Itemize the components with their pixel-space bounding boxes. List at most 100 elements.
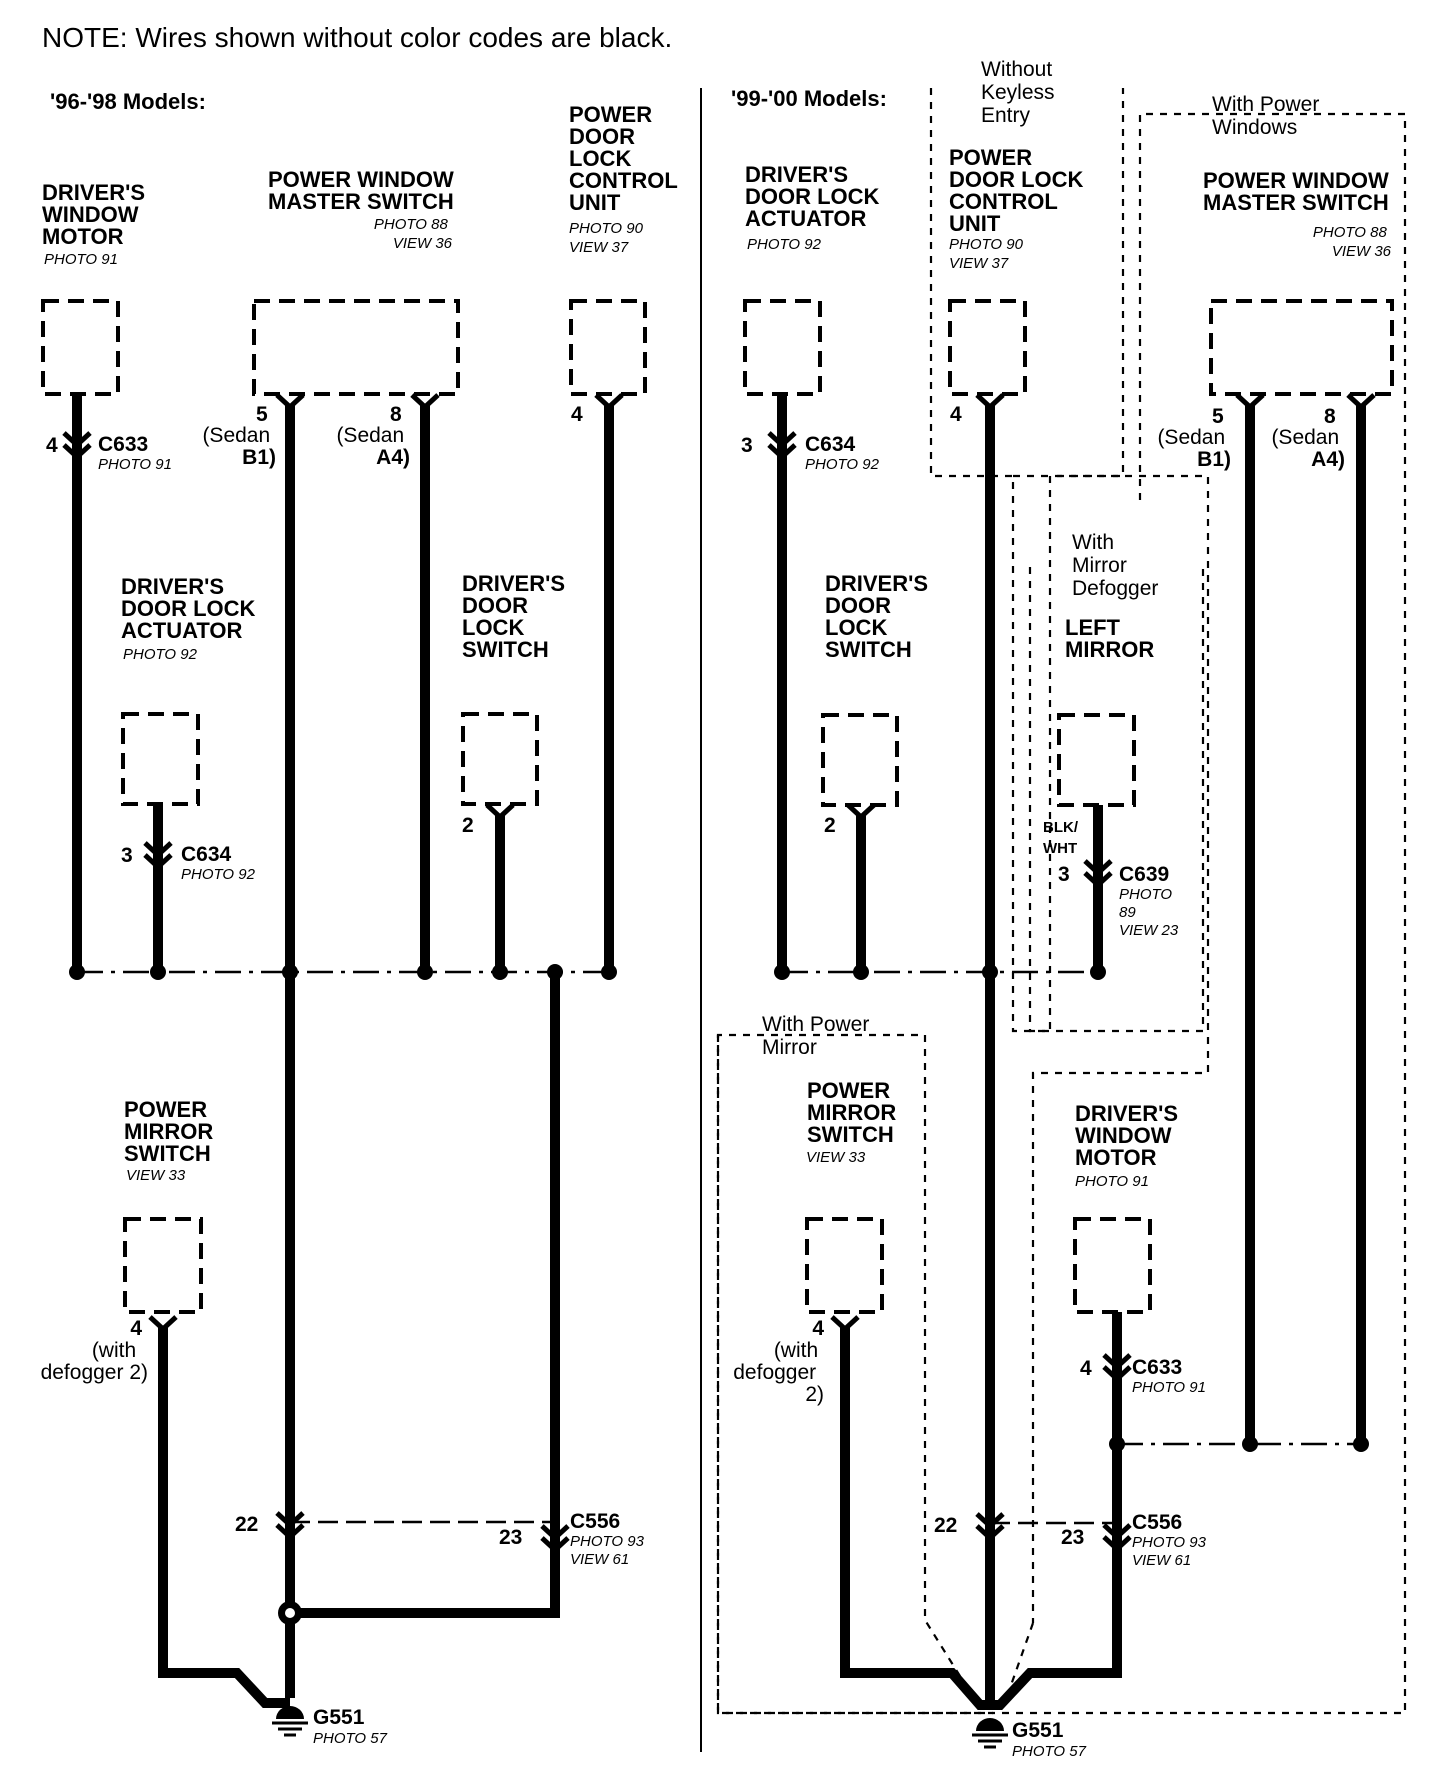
note-with-mirror-defogger: With Mirror Defogger [1072, 531, 1158, 600]
right-mirror-switch-ref: VIEW 33 [806, 1149, 866, 1166]
right-c556-22-terminal-b [975, 1524, 1005, 1542]
right-c556-pin-22: 22 [934, 1514, 957, 1537]
right-bus-junction-3 [982, 964, 998, 980]
right-master-switch: POWER WINDOW MASTER SWITCH PHOTO 88 VIEW… [1157, 168, 1394, 471]
left-lock-switch-terminal [485, 803, 515, 821]
right-c556: 22 23 C556 PHOTO 93 VIEW 61 [934, 1511, 1207, 1569]
left-control-unit-terminal [594, 393, 624, 411]
right-bus-junction-4 [1090, 964, 1106, 980]
right-master-pin-8-note: (Sedan A4) [1271, 426, 1345, 471]
right-c556-pin-23: 23 [1061, 1526, 1084, 1549]
left-bus-junction-5 [492, 964, 508, 980]
right-window-junction-3 [1353, 1436, 1369, 1452]
right-master-pin-5: 5 [1212, 405, 1224, 428]
right-bus-junction-2 [853, 964, 869, 980]
right-c556-22-terminal-a [975, 1512, 1005, 1530]
section-header-96-98: '96-'98 Models: [50, 89, 206, 114]
right-control-unit-box [948, 299, 1027, 396]
note-with-power-mirror: With Power Mirror [762, 1013, 875, 1059]
section-99-00: '99-'00 Models: Without Keyless Entry Wi… [731, 58, 1394, 1760]
right-lock-switch-label: DRIVER'S DOOR LOCK SWITCH [825, 571, 934, 662]
left-control-unit: POWER DOOR LOCK CONTROL UNIT PHOTO 90 VI… [569, 102, 677, 426]
right-lock-switch: DRIVER'S DOOR LOCK SWITCH 2 [821, 571, 934, 837]
right-window-junction-2 [1242, 1436, 1258, 1452]
left-c556-23-terminal-a [540, 1524, 570, 1542]
right-left-mirror-wire-color: BLK/ WHT [1043, 819, 1082, 857]
right-g551-ref: PHOTO 57 [1012, 1743, 1087, 1760]
right-c639-ref: PHOTO 89 VIEW 23 [1119, 886, 1179, 939]
left-ground-symbol-cap [276, 1706, 304, 1719]
left-c556-pin-23: 23 [499, 1526, 522, 1549]
right-c556-connector: C556 [1132, 1511, 1182, 1534]
right-lock-actuator-pin: 3 [741, 434, 753, 457]
left-window-motor-pin: 4 [46, 434, 58, 457]
right-c634-connector: C634 [805, 433, 856, 456]
left-master-switch: POWER WINDOW MASTER SWITCH PHOTO 88 VIEW… [202, 167, 460, 469]
left-master-pin-8-note: (Sedan A4) [336, 424, 410, 469]
left-c556-23-terminal-b [540, 1536, 570, 1554]
left-bus-junction-7 [601, 964, 617, 980]
left-master-switch-ref: PHOTO 88 VIEW 36 [374, 216, 453, 252]
left-c634-connector: C634 [181, 843, 232, 866]
left-lock-switch: DRIVER'S DOOR LOCK SWITCH 2 [461, 571, 565, 837]
right-ground-g551: G551 PHOTO 57 [1012, 1719, 1087, 1760]
note-without-keyless-entry: Without Keyless Entry [981, 58, 1060, 127]
right-c634-terminal-b [767, 443, 797, 461]
right-mirror-switch-box [805, 1217, 884, 1314]
left-mirror-switch: POWER MIRROR SWITCH VIEW 33 4 (with defo… [41, 1097, 214, 1384]
right-left-mirror: LEFT MIRROR BLK/ WHT 3 C639 PHOTO 89 VIE… [1043, 615, 1179, 939]
right-mirror-switch-label: POWER MIRROR SWITCH [807, 1078, 902, 1147]
left-master-pin-8: 8 [390, 403, 402, 426]
right-master-5-terminal [1235, 393, 1265, 411]
right-window-motor-pin: 4 [1080, 1357, 1092, 1380]
left-mirror-switch-ref: VIEW 33 [126, 1167, 186, 1184]
left-c633-ref: PHOTO 91 [98, 456, 172, 473]
right-g551-label: G551 [1012, 1719, 1064, 1742]
left-window-motor-ref: PHOTO 91 [44, 251, 118, 268]
right-c633-ref: PHOTO 91 [1132, 1379, 1206, 1396]
right-c633-terminal-b [1102, 1365, 1132, 1383]
right-wire-window-motor [990, 1312, 1122, 1710]
diagram-note: NOTE: Wires shown without color codes ar… [42, 22, 672, 53]
left-mirror-switch-terminal [148, 1315, 178, 1333]
left-lock-actuator-label: DRIVER'S DOOR LOCK ACTUATOR [121, 574, 262, 643]
left-lock-actuator: DRIVER'S DOOR LOCK ACTUATOR PHOTO 92 3 C… [121, 574, 262, 883]
right-c639-connector: C639 [1119, 863, 1169, 886]
right-window-motor-box [1073, 1217, 1152, 1314]
left-window-motor-label: DRIVER'S WINDOW MOTOR [42, 180, 151, 249]
right-left-mirror-label: LEFT MIRROR [1065, 615, 1154, 662]
left-c634-ref: PHOTO 92 [181, 866, 256, 883]
right-left-mirror-box [1057, 713, 1136, 807]
left-c556-pin-22: 22 [235, 1513, 258, 1536]
left-wire-mirror-switch [158, 1326, 290, 1708]
left-c633-connector: C633 [98, 433, 148, 456]
left-master-5-terminal [275, 393, 305, 411]
left-master-pin-5-note: (Sedan B1) [202, 424, 276, 469]
left-control-unit-ref: PHOTO 90 VIEW 37 [569, 220, 647, 256]
left-control-unit-pin: 4 [571, 403, 583, 426]
right-window-motor-ref: PHOTO 91 [1075, 1173, 1149, 1190]
left-c634-terminal-a [143, 841, 173, 859]
left-master-switch-box [252, 299, 460, 396]
left-lock-switch-pin: 2 [462, 814, 474, 837]
right-c556-23-terminal-b [1102, 1535, 1132, 1553]
left-c633-terminal-b [62, 443, 92, 461]
left-window-motor: DRIVER'S WINDOW MOTOR PHOTO 91 4 C633 PH… [41, 180, 172, 473]
right-window-motor: DRIVER'S WINDOW MOTOR PHOTO 91 4 C633 PH… [1073, 1101, 1206, 1396]
left-c556-22-terminal-b [275, 1523, 305, 1541]
border-defogger-region [1013, 474, 1210, 1623]
border-with-mirror-defogger [1028, 567, 1205, 1033]
left-lock-actuator-ref: PHOTO 92 [123, 646, 198, 663]
left-bus-junction-3 [282, 964, 298, 980]
left-mirror-switch-pin: 4 [130, 1317, 142, 1340]
right-master-pin-8: 8 [1324, 405, 1336, 428]
right-c633-connector: C633 [1132, 1356, 1182, 1379]
note-with-power-windows: With Power Windows [1212, 93, 1325, 139]
right-control-unit-pin: 4 [950, 403, 962, 426]
right-master-switch-box [1209, 299, 1394, 396]
left-lock-actuator-box [121, 712, 200, 806]
right-lock-switch-box [821, 713, 899, 807]
border-power-mirror-inner [923, 1035, 979, 1706]
left-c556-ref: PHOTO 93 VIEW 61 [570, 1533, 648, 1568]
